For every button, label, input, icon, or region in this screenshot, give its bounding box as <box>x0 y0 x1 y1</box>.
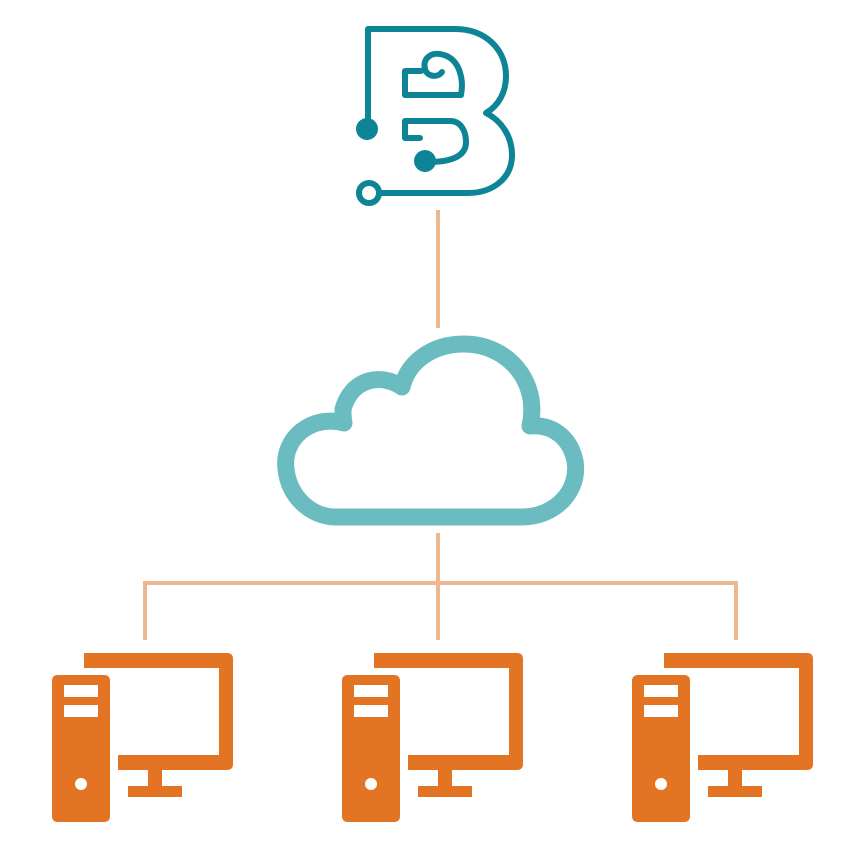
b-circuit-logo-icon <box>356 26 515 206</box>
desktop-computer-icon <box>52 653 233 822</box>
desktop-computer-icon <box>632 653 813 822</box>
connector-lines <box>143 210 738 640</box>
desktop-computer-icon <box>342 653 523 822</box>
cloud-icon <box>277 335 585 526</box>
computers-row <box>52 653 813 822</box>
